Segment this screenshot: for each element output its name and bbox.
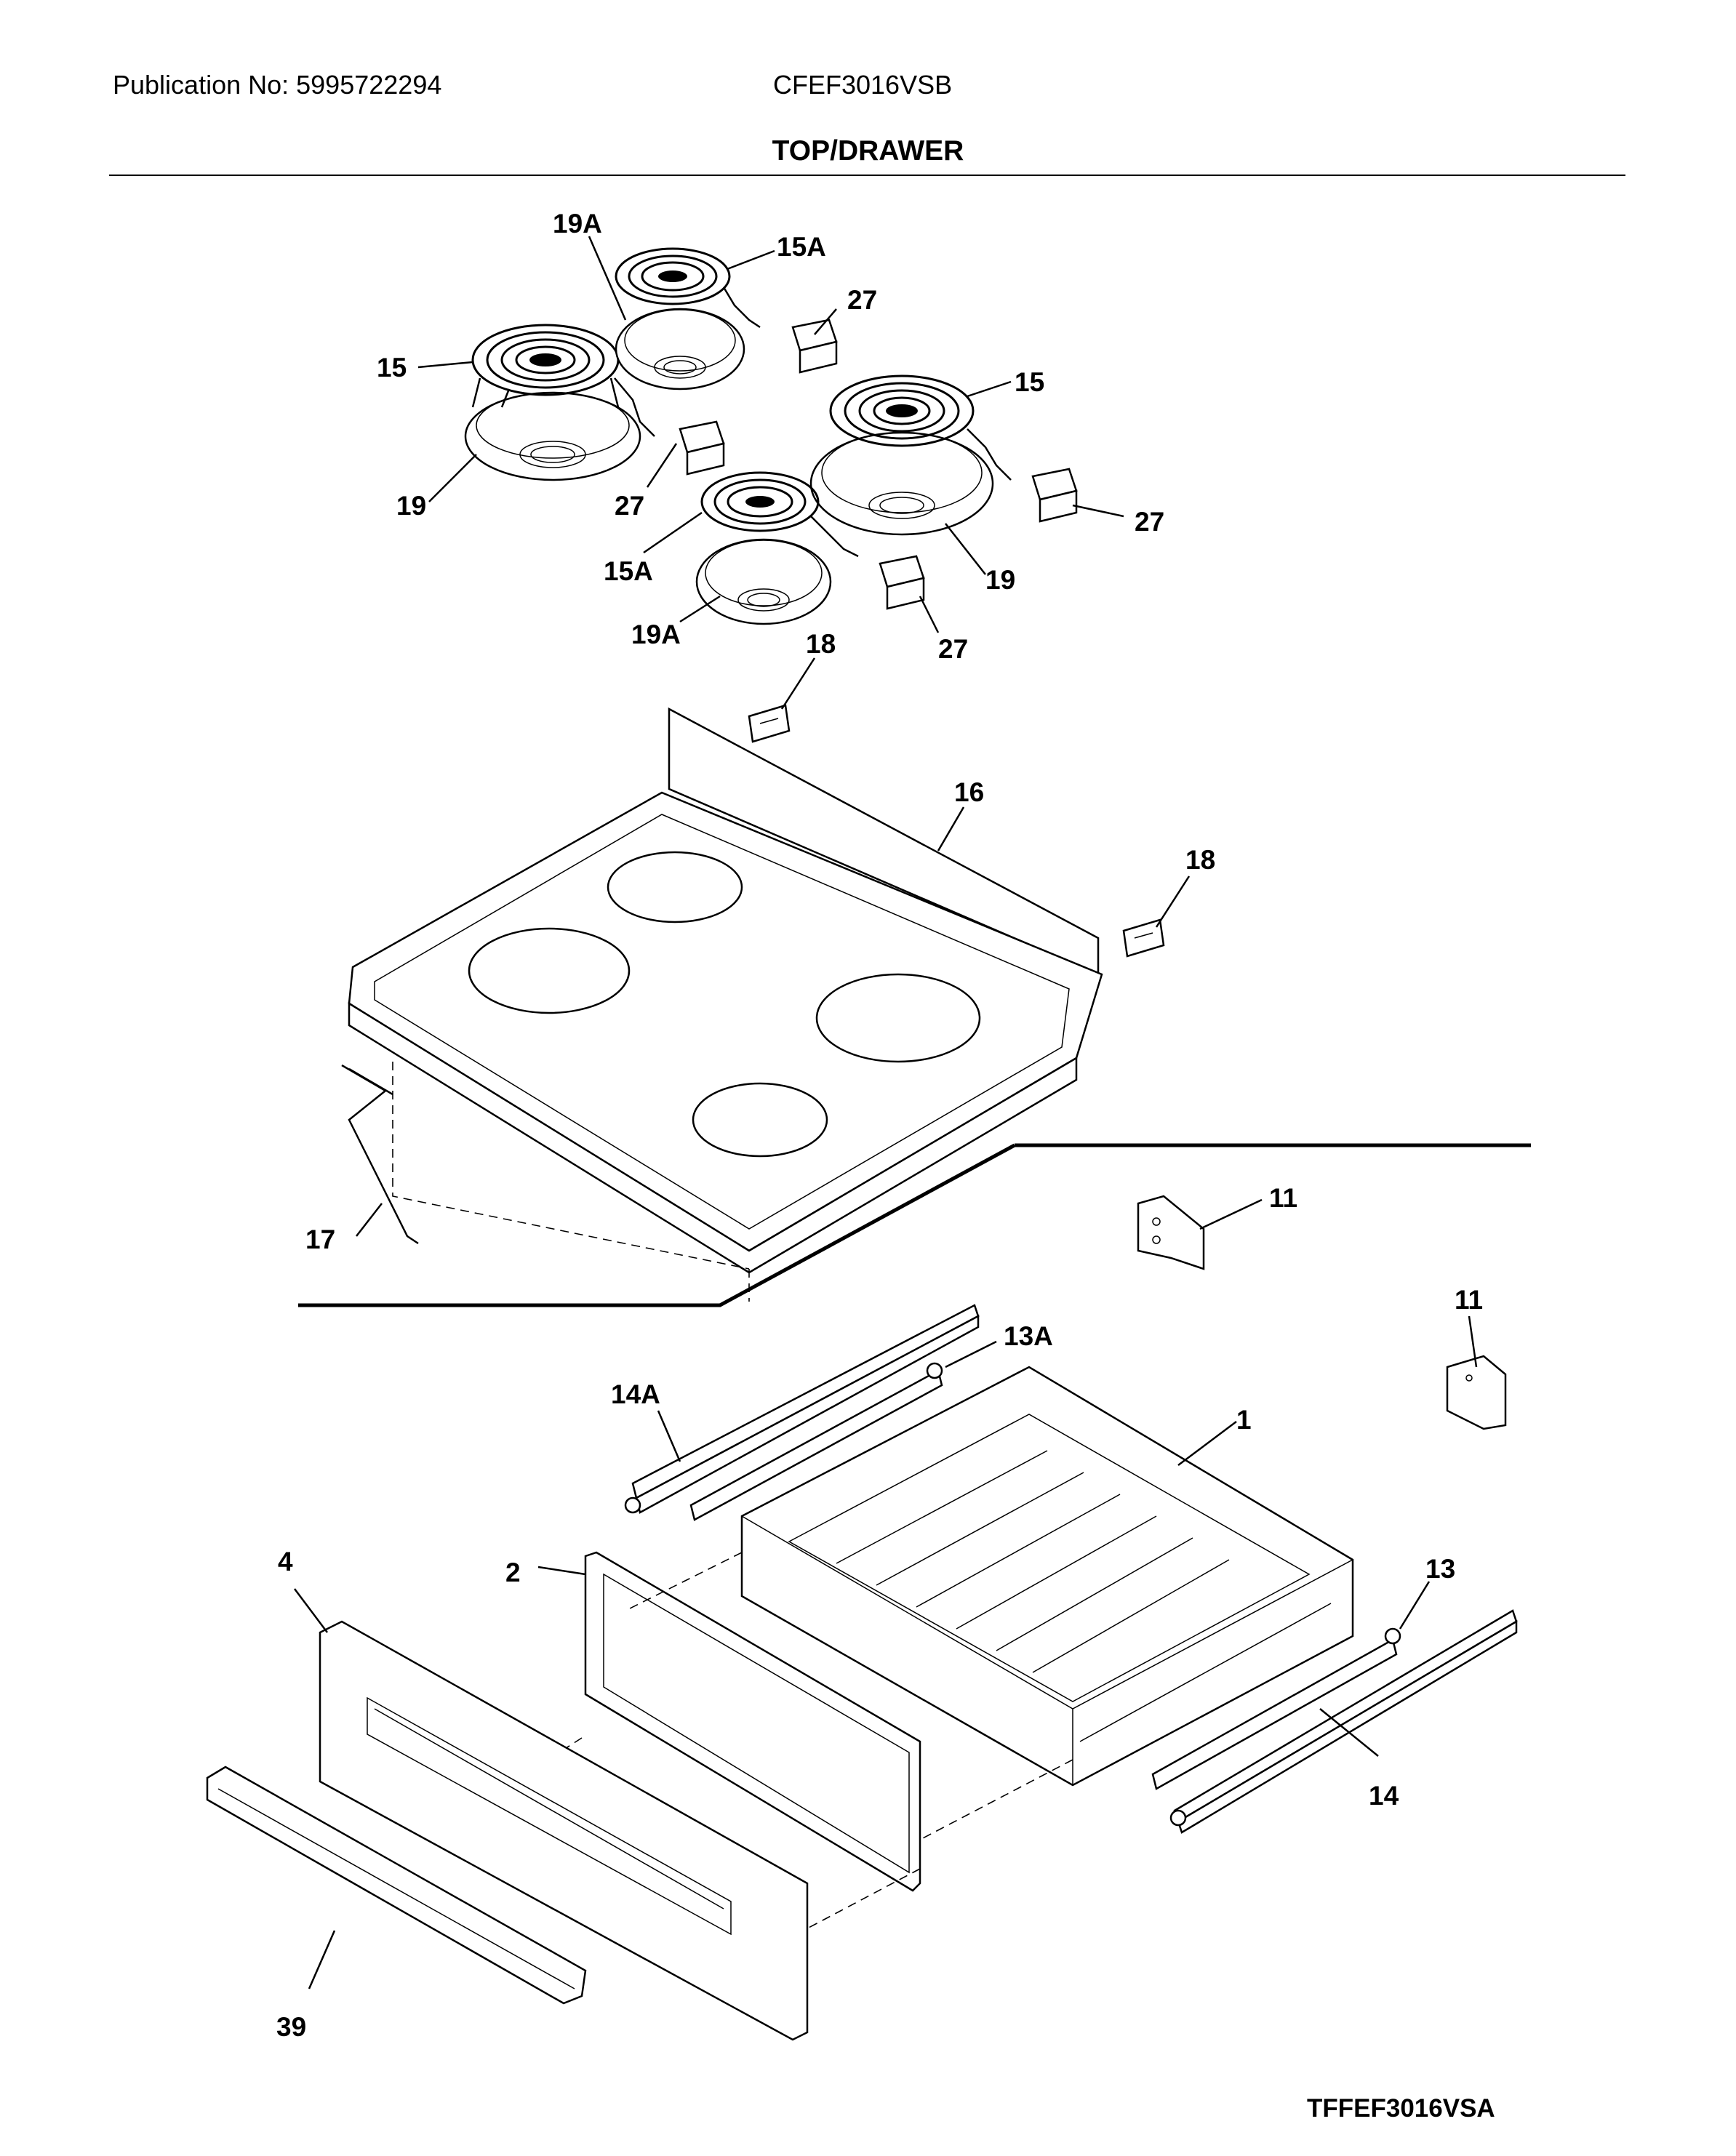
callout-19-left: 19 bbox=[396, 491, 426, 521]
callout-19A-bottom: 19A bbox=[631, 620, 681, 649]
slide-13A bbox=[689, 1362, 943, 1521]
callout-14A: 14A bbox=[611, 1379, 660, 1409]
callout-13: 13 bbox=[1425, 1554, 1455, 1584]
diagram-code: TFFEF3016VSA bbox=[1307, 2094, 1495, 2123]
receptacle-27-c bbox=[1031, 468, 1078, 523]
callout-16: 16 bbox=[954, 777, 984, 807]
callout-15A-bottom: 15A bbox=[604, 556, 653, 586]
bracket-11-a bbox=[1137, 1195, 1205, 1270]
callout-27-a: 27 bbox=[847, 285, 877, 315]
bracket-18-top bbox=[748, 704, 791, 743]
receptacle-27-b bbox=[679, 420, 725, 476]
slide-14A bbox=[624, 1304, 980, 1514]
receptacle-27-a bbox=[791, 318, 838, 374]
bracket-11-b bbox=[1446, 1355, 1507, 1430]
callout-15-left: 15 bbox=[377, 353, 407, 382]
model-number: CFEF3016VSB bbox=[773, 70, 953, 100]
drip-bowl-19-right bbox=[809, 431, 994, 536]
callout-27-c: 27 bbox=[1135, 507, 1164, 537]
callout-27-d: 27 bbox=[938, 634, 968, 664]
callout-27-b: 27 bbox=[615, 491, 644, 521]
section-separator-line bbox=[298, 1143, 1531, 1307]
receptacle-27-d bbox=[879, 555, 925, 610]
callout-19-right: 19 bbox=[985, 565, 1015, 595]
drawer-box-1 bbox=[740, 1366, 1354, 1787]
burner-assembly-group bbox=[464, 247, 1078, 625]
callout-labels: 19A 15A 27 15 15 19 27 27 15A 19 19A 27 … bbox=[276, 209, 1483, 2042]
callout-1: 1 bbox=[1236, 1405, 1252, 1435]
drip-bowl-19A-top bbox=[615, 308, 745, 390]
callout-11-b: 11 bbox=[1455, 1285, 1483, 1315]
callout-17: 17 bbox=[305, 1225, 335, 1254]
surface-element-15-left bbox=[471, 324, 655, 437]
assembly-guide-lines bbox=[479, 1552, 1073, 1935]
bracket-18-right bbox=[1122, 918, 1165, 958]
callout-4: 4 bbox=[278, 1547, 293, 1576]
drip-bowl-19-left bbox=[464, 391, 641, 481]
section-title: TOP/DRAWER bbox=[772, 135, 964, 167]
header-rule bbox=[109, 175, 1625, 176]
surface-element-15A-bottom bbox=[700, 471, 859, 558]
drawer-inner-panel-2 bbox=[584, 1551, 921, 1892]
callout-2: 2 bbox=[505, 1558, 521, 1587]
callout-19A-top: 19A bbox=[553, 209, 602, 239]
callout-14: 14 bbox=[1369, 1781, 1399, 1811]
callout-13A: 13A bbox=[1004, 1321, 1053, 1351]
rod-17 bbox=[341, 1064, 419, 1245]
callout-15A-top: 15A bbox=[777, 232, 826, 262]
drawer-front-4 bbox=[319, 1620, 809, 2041]
main-top-16 bbox=[348, 707, 1103, 1302]
slide-14 bbox=[1169, 1609, 1518, 1834]
callout-18-top: 18 bbox=[806, 629, 836, 659]
drip-bowl-19A-bottom bbox=[695, 538, 832, 625]
slide-13 bbox=[1151, 1627, 1401, 1790]
drawer-handle-39 bbox=[206, 1766, 587, 2005]
surface-element-15-right bbox=[829, 374, 1012, 481]
surface-element-15A-top bbox=[615, 247, 761, 329]
callout-11-a: 11 bbox=[1269, 1183, 1297, 1213]
callout-18-right: 18 bbox=[1185, 845, 1215, 875]
leader-lines bbox=[294, 236, 1478, 1989]
callout-39: 39 bbox=[276, 2012, 306, 2042]
callout-15-right: 15 bbox=[1015, 367, 1044, 397]
publication-number: Publication No: 5995722294 bbox=[113, 70, 442, 100]
